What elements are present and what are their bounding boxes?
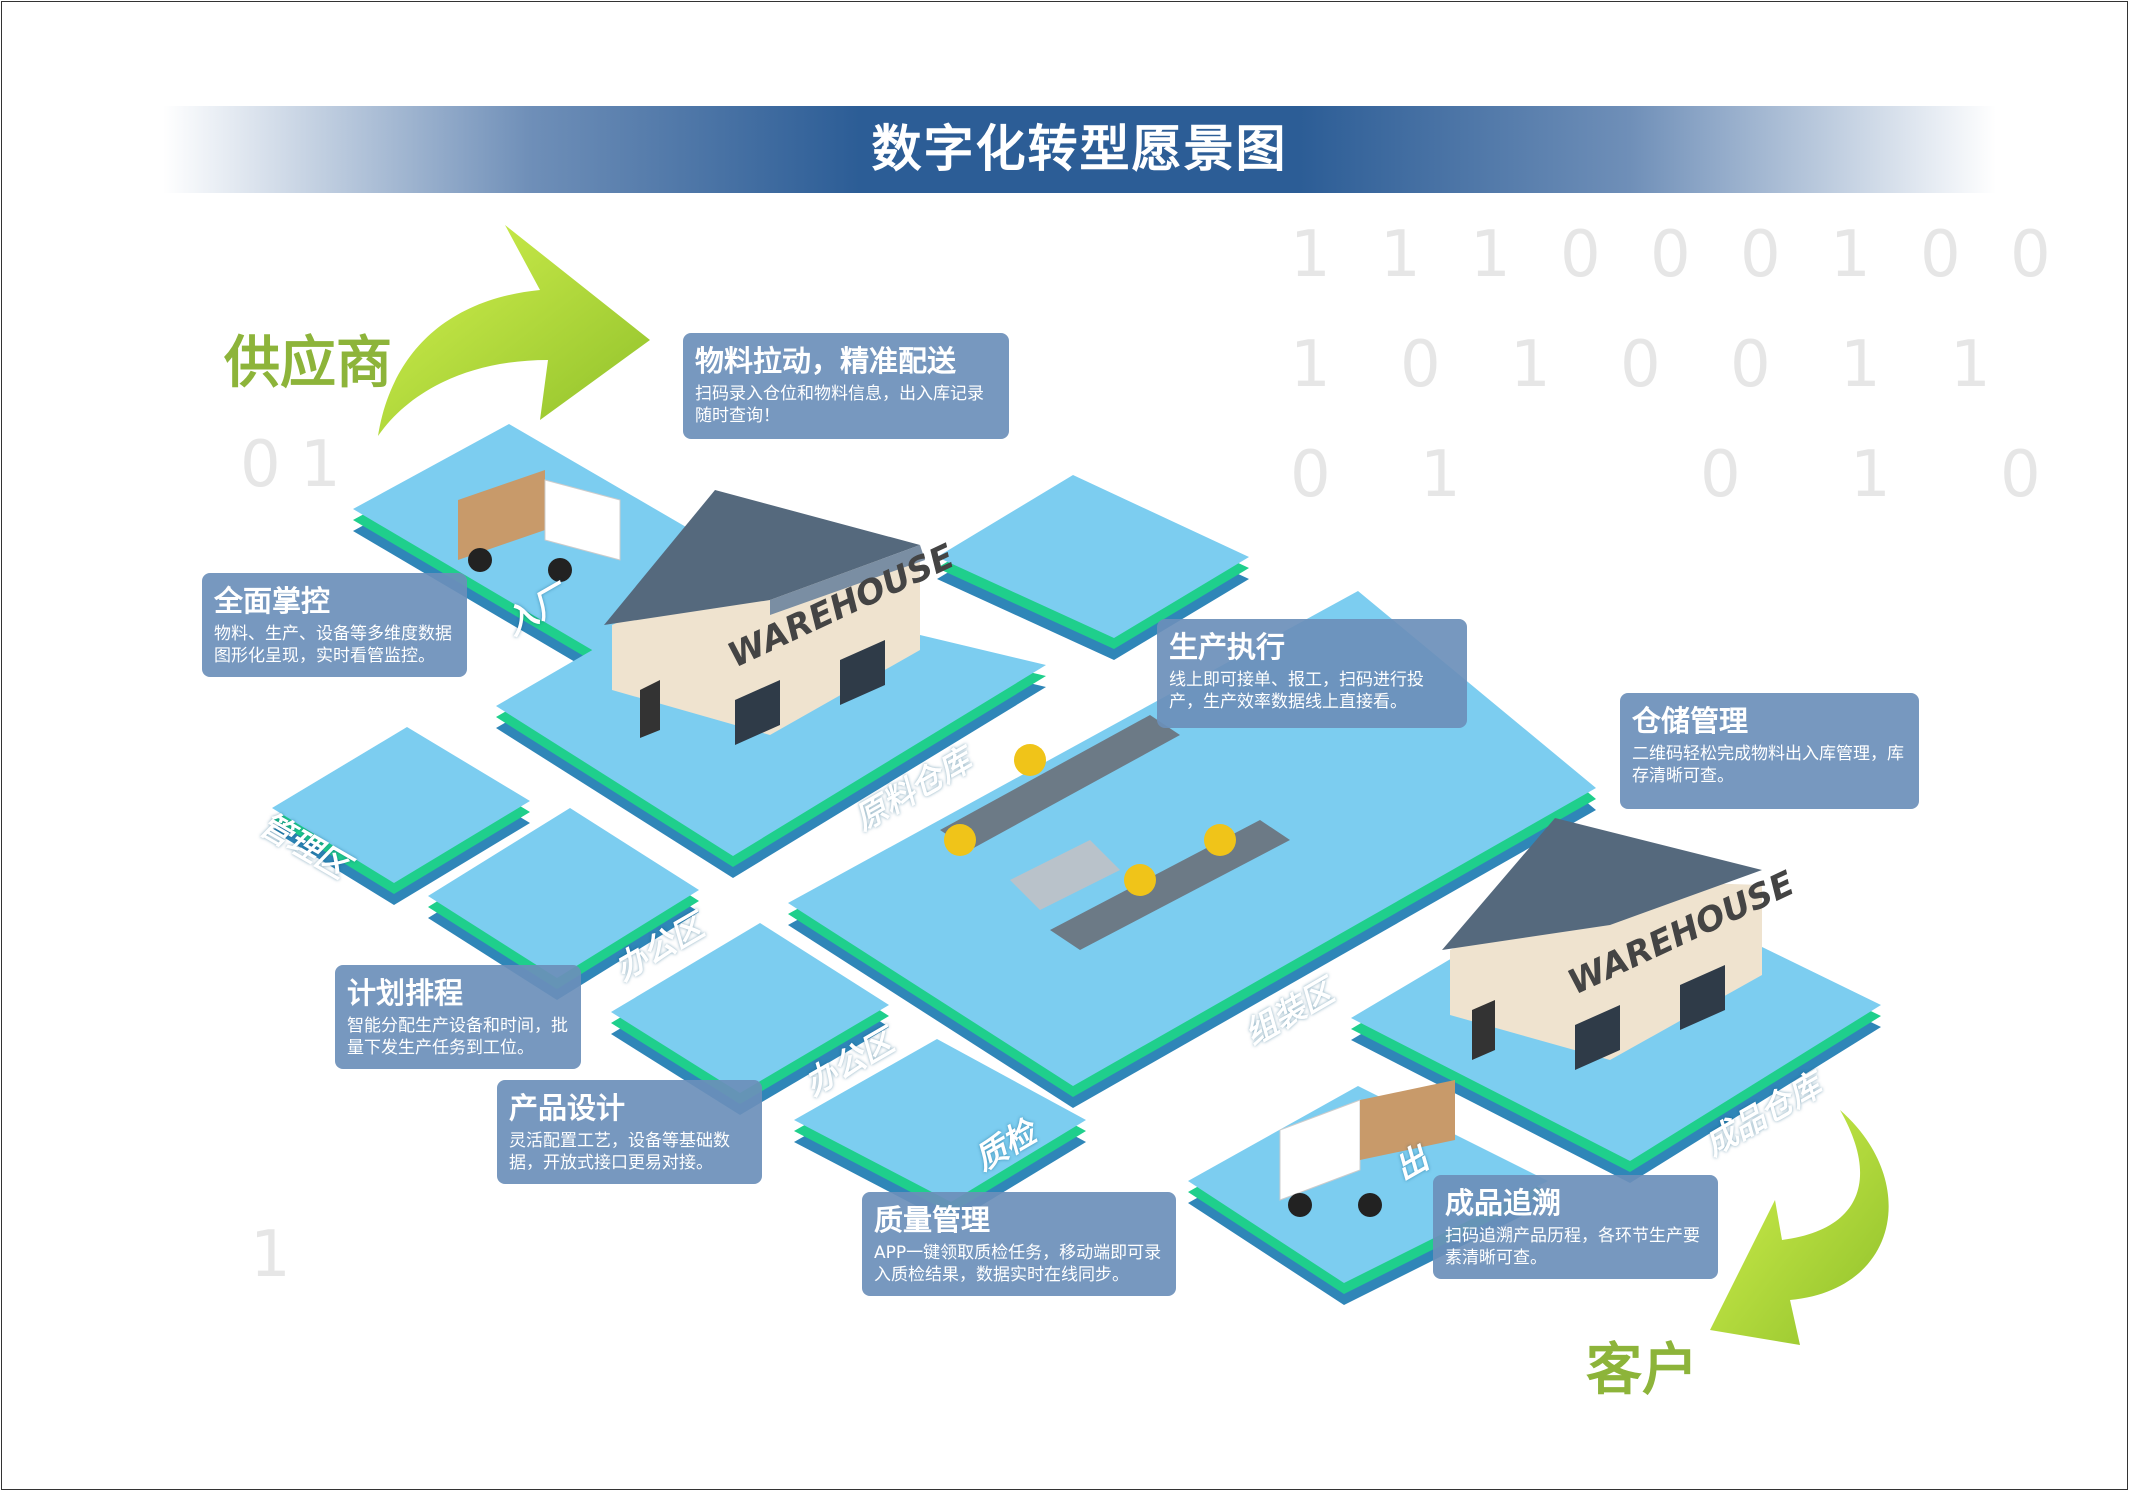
callout-design: 产品设计 灵活配置工艺，设备等基础数据，开放式接口更易对接。 xyxy=(497,1080,762,1184)
background-digit: 0 xyxy=(1650,218,1691,292)
callout-desc: 灵活配置工艺，设备等基础数据，开放式接口更易对接。 xyxy=(509,1131,730,1173)
callout-title: 全面掌控 xyxy=(214,584,331,618)
platform-2 xyxy=(937,475,1249,638)
background-digit: 1 xyxy=(250,1218,291,1292)
platform-4 xyxy=(272,727,530,883)
page-title: 数字化转型愿景图 xyxy=(871,120,1288,178)
background-digit: 1 xyxy=(300,428,341,502)
platform-6 xyxy=(611,923,889,1093)
truck-out-icon xyxy=(1279,1080,1455,1217)
callout-desc: 线上即可接单、报工，扫码进行投产，生产效率数据线上直接看。 xyxy=(1169,670,1424,712)
background-digit: 1 xyxy=(1950,328,1991,402)
callout-desc: 智能分配生产设备和时间，批量下发生产任务到工位。 xyxy=(347,1016,568,1058)
background-digit: 0 xyxy=(1740,218,1781,292)
callout-planning: 计划排程 智能分配生产设备和时间，批量下发生产任务到工位。 xyxy=(335,965,581,1069)
callout-title: 物料拉动，精准配送 xyxy=(695,344,957,378)
callout-desc: 物料、生产、设备等多维度数据图形化呈现，实时看管监控。 xyxy=(214,624,452,666)
background-digit: 1 xyxy=(1510,328,1551,402)
title-banner: 数字化转型愿景图 xyxy=(163,106,1996,193)
callout-storage: 仓储管理 二维码轻松完成物料出入库管理，库存清晰可查。 xyxy=(1620,693,1919,809)
background-digit: 1 xyxy=(1380,218,1421,292)
platform-9 xyxy=(1188,1086,1548,1283)
callout-title: 成品追溯 xyxy=(1445,1186,1562,1220)
callout-title: 质量管理 xyxy=(874,1203,991,1237)
supplier-arrow-icon xyxy=(378,225,650,436)
callout-desc: APP一键领取质检任务，移动端即可录入质检结果，数据实时在线同步。 xyxy=(874,1243,1162,1285)
truck-in-icon xyxy=(458,470,621,582)
background-digit: 1 xyxy=(1290,328,1331,402)
assembly-line xyxy=(940,715,1290,950)
callout-desc: 扫码追溯产品历程，各环节生产要素清晰可查。 xyxy=(1445,1226,1700,1268)
callout-title: 计划排程 xyxy=(347,976,464,1010)
background-digit: 1 xyxy=(1830,218,1871,292)
supplier-label: 供应商 xyxy=(224,331,392,396)
callout-trace: 成品追溯 扫码追溯产品历程，各环节生产要素清晰可查。 xyxy=(1433,1175,1718,1279)
background-digit: 0 xyxy=(1290,438,1331,512)
background-digit: 0 xyxy=(1730,328,1771,402)
background-digit: 1 xyxy=(1290,218,1331,292)
background-digit: 0 xyxy=(1620,328,1661,402)
platform-7 xyxy=(794,1039,1086,1202)
background-digit: 0 xyxy=(1700,438,1741,512)
callout-title: 仓储管理 xyxy=(1632,704,1749,738)
customer-arrow-icon xyxy=(1710,1110,1889,1345)
callout-production: 生产执行 线上即可接单、报工，扫码进行投产，生产效率数据线上直接看。 xyxy=(1157,619,1467,728)
background-digit: 0 xyxy=(1560,218,1601,292)
background-digit: 1 xyxy=(1470,218,1511,292)
customer-label: 客户 xyxy=(1586,1338,1698,1403)
callout-title: 生产执行 xyxy=(1169,630,1286,664)
background-digit: 1 xyxy=(1840,328,1881,402)
background-digit: 0 xyxy=(240,428,281,502)
callout-material: 物料拉动，精准配送 扫码录入仓位和物料信息，出入库记录随时查询！ xyxy=(683,333,1009,439)
background-digit: 0 xyxy=(1400,328,1441,402)
callout-title: 产品设计 xyxy=(509,1091,626,1125)
background-digit: 1 xyxy=(1420,438,1461,512)
background-digit: 1 xyxy=(1850,438,1891,512)
platform-5 xyxy=(428,808,699,978)
callout-desc: 扫码录入仓位和物料信息，出入库记录随时查询！ xyxy=(695,384,984,426)
background-digit: 0 xyxy=(2010,218,2051,292)
background-digit: 0 xyxy=(2000,438,2041,512)
callout-control: 全面掌控 物料、生产、设备等多维度数据图形化呈现，实时看管监控。 xyxy=(202,573,467,677)
callout-desc: 二维码轻松完成物料出入库管理，库存清晰可查。 xyxy=(1632,744,1904,786)
callout-quality: 质量管理 APP一键领取质检任务，移动端即可录入质检结果，数据实时在线同步。 xyxy=(862,1192,1176,1296)
background-digit: 0 xyxy=(1920,218,1961,292)
